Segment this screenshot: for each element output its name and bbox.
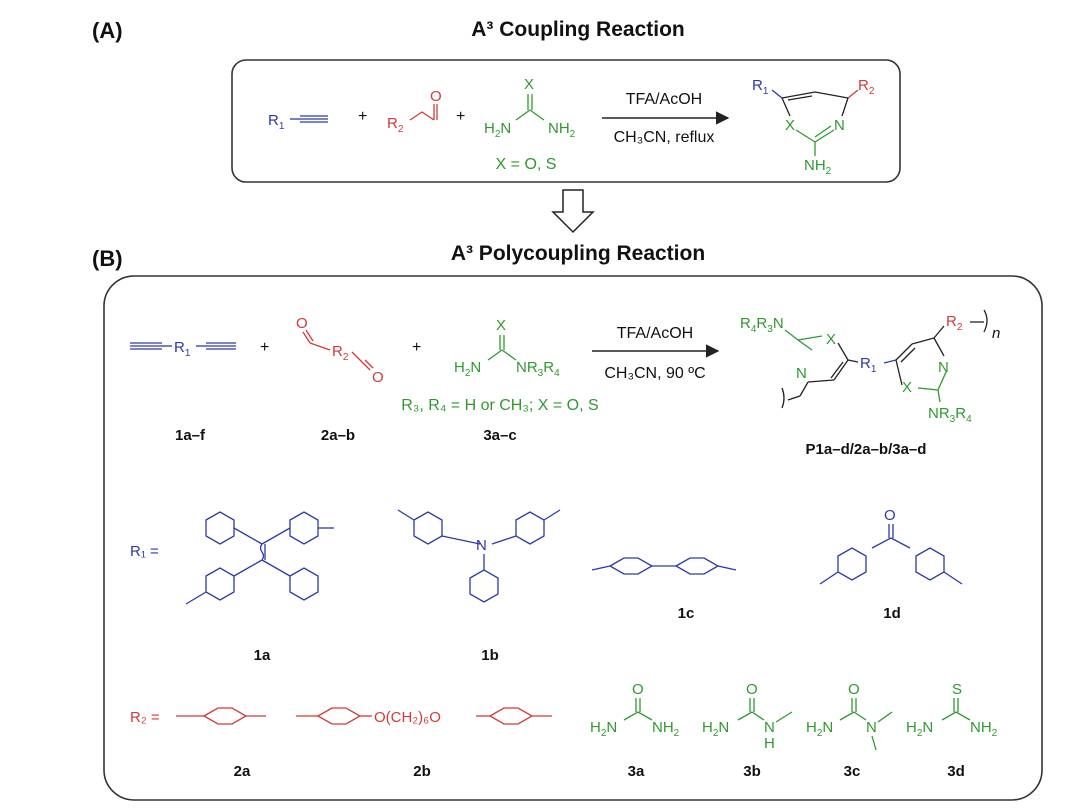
- panel-a-title: A³ Coupling Reaction: [471, 18, 685, 41]
- svg-text:R4R3N: R4R3N: [740, 315, 784, 335]
- reagents-label: TFA/AcOH: [626, 91, 702, 108]
- urea-label-3a: 3a: [628, 763, 645, 780]
- svg-text:O: O: [884, 507, 896, 524]
- structure-3a: O H2N NH2: [590, 681, 680, 739]
- conditions-label: CH₃CN, reflux: [614, 129, 715, 146]
- plus-sign: +: [260, 339, 269, 356]
- plus-sign: +: [456, 108, 465, 125]
- svg-text:R2: R2: [946, 313, 963, 333]
- svg-text:NH2: NH2: [970, 719, 998, 739]
- svg-text:O: O: [746, 681, 758, 698]
- r1-label-1b: 1b: [481, 647, 499, 664]
- plus-sign: +: [412, 339, 421, 356]
- svg-text:H2N: H2N: [806, 719, 833, 739]
- svg-text:N: N: [764, 719, 775, 736]
- aldehyde-reactant: R2 O: [387, 88, 442, 135]
- svg-text:H2N: H2N: [702, 719, 729, 739]
- svg-text:R1: R1: [174, 339, 191, 359]
- svg-text:H2N: H2N: [906, 719, 933, 739]
- svg-text:N: N: [938, 359, 949, 376]
- polymer-product: R4R3N X N R1 N X NR3R4 R2 n: [740, 309, 1000, 425]
- svg-text:n: n: [992, 325, 1000, 342]
- svg-text:NR3R4: NR3R4: [928, 405, 972, 425]
- structure-1b: N: [397, 509, 561, 603]
- svg-text:X: X: [496, 317, 506, 334]
- poly-reagents-label: TFA/AcOH: [617, 325, 693, 342]
- urea-label-3b: 3b: [743, 763, 761, 780]
- svg-text:O: O: [372, 369, 384, 386]
- svg-text:H2N: H2N: [454, 359, 481, 379]
- svg-text:X: X: [826, 331, 836, 348]
- monomer-label-2: 2a–b: [321, 427, 355, 444]
- urea-label-3c: 3c: [844, 763, 861, 780]
- svg-text:H: H: [764, 735, 775, 752]
- dialkyne-monomer: R1: [130, 339, 236, 359]
- svg-text:R2: R2: [332, 343, 349, 363]
- structure-2b: O(CH₂)₆O: [296, 707, 552, 726]
- structure-1c: [591, 557, 737, 575]
- panel-b-label: (B): [92, 246, 123, 271]
- svg-text:O(CH₂)₆O: O(CH₂)₆O: [374, 709, 441, 726]
- svg-text:H2N: H2N: [484, 120, 511, 140]
- svg-text:O: O: [632, 681, 644, 698]
- svg-text:R1: R1: [752, 77, 769, 97]
- dialdehyde-monomer: O R2 O: [296, 315, 384, 386]
- svg-text:H2N: H2N: [590, 719, 617, 739]
- r2-prefix: R₂ =: [130, 709, 160, 726]
- structure-3b: O H2N N H: [702, 681, 793, 752]
- urea-monomer: X H2N NR3R4: [454, 317, 560, 379]
- panel-b-box: [103, 275, 1043, 801]
- monomer-label-3: 3a–c: [483, 427, 516, 444]
- r1-label-1a: 1a: [254, 647, 271, 664]
- svg-text:R2: R2: [387, 115, 404, 135]
- svg-text:R1: R1: [860, 355, 877, 375]
- r2-label-2b: 2b: [413, 763, 431, 780]
- r1-prefix: R₁ =: [130, 543, 159, 560]
- panel-a-label: (A): [92, 18, 123, 43]
- r2-label-2a: 2a: [234, 763, 251, 780]
- svg-text:N: N: [866, 719, 877, 736]
- alkyne-reactant: R1: [268, 112, 328, 132]
- urea-label-3d: 3d: [947, 763, 965, 780]
- svg-text:N: N: [834, 117, 845, 134]
- svg-text:NH2: NH2: [548, 120, 576, 140]
- monomer-label-1: 1a–f: [175, 427, 206, 444]
- structure-1a: [185, 511, 334, 605]
- svg-text:O: O: [296, 315, 308, 332]
- svg-text:NR3R4: NR3R4: [516, 359, 560, 379]
- poly-conditions-label: CH₃CN, 90 ºC: [604, 365, 705, 382]
- svg-text:NH2: NH2: [804, 157, 832, 177]
- r1-label-1d: 1d: [883, 605, 901, 622]
- svg-text:X: X: [902, 379, 912, 396]
- panel-a-box: [231, 59, 901, 183]
- plus-sign: +: [358, 108, 367, 125]
- svg-text:N: N: [476, 537, 487, 554]
- transition-arrow-icon: [551, 189, 595, 234]
- svg-text:N: N: [796, 365, 807, 382]
- urea-note: X = O, S: [496, 156, 557, 173]
- structure-3c: O H2N N: [806, 681, 893, 751]
- substituent-note: R₃, R₄ = H or CH₃; X = O, S: [401, 397, 598, 414]
- svg-text:O: O: [848, 681, 860, 698]
- svg-text:X: X: [785, 117, 795, 134]
- panel-b-title: A³ Polycoupling Reaction: [451, 242, 705, 265]
- polymer-label: P1a–d/2a–b/3a–d: [806, 441, 927, 458]
- urea-reactant: X H2N NH2: [484, 76, 576, 140]
- svg-text:X: X: [524, 76, 534, 93]
- svg-text:O: O: [430, 88, 442, 105]
- svg-text:R1: R1: [268, 112, 285, 132]
- structure-3d: S H2N NH2: [906, 681, 998, 739]
- svg-text:R2: R2: [858, 77, 875, 97]
- svg-text:S: S: [952, 681, 962, 698]
- structure-2a: [176, 707, 266, 725]
- structure-1d: O: [819, 507, 963, 585]
- product-dihydropyrimidine: R1 R2 X N NH2: [752, 77, 875, 177]
- svg-text:NH2: NH2: [652, 719, 680, 739]
- r1-label-1c: 1c: [678, 605, 695, 622]
